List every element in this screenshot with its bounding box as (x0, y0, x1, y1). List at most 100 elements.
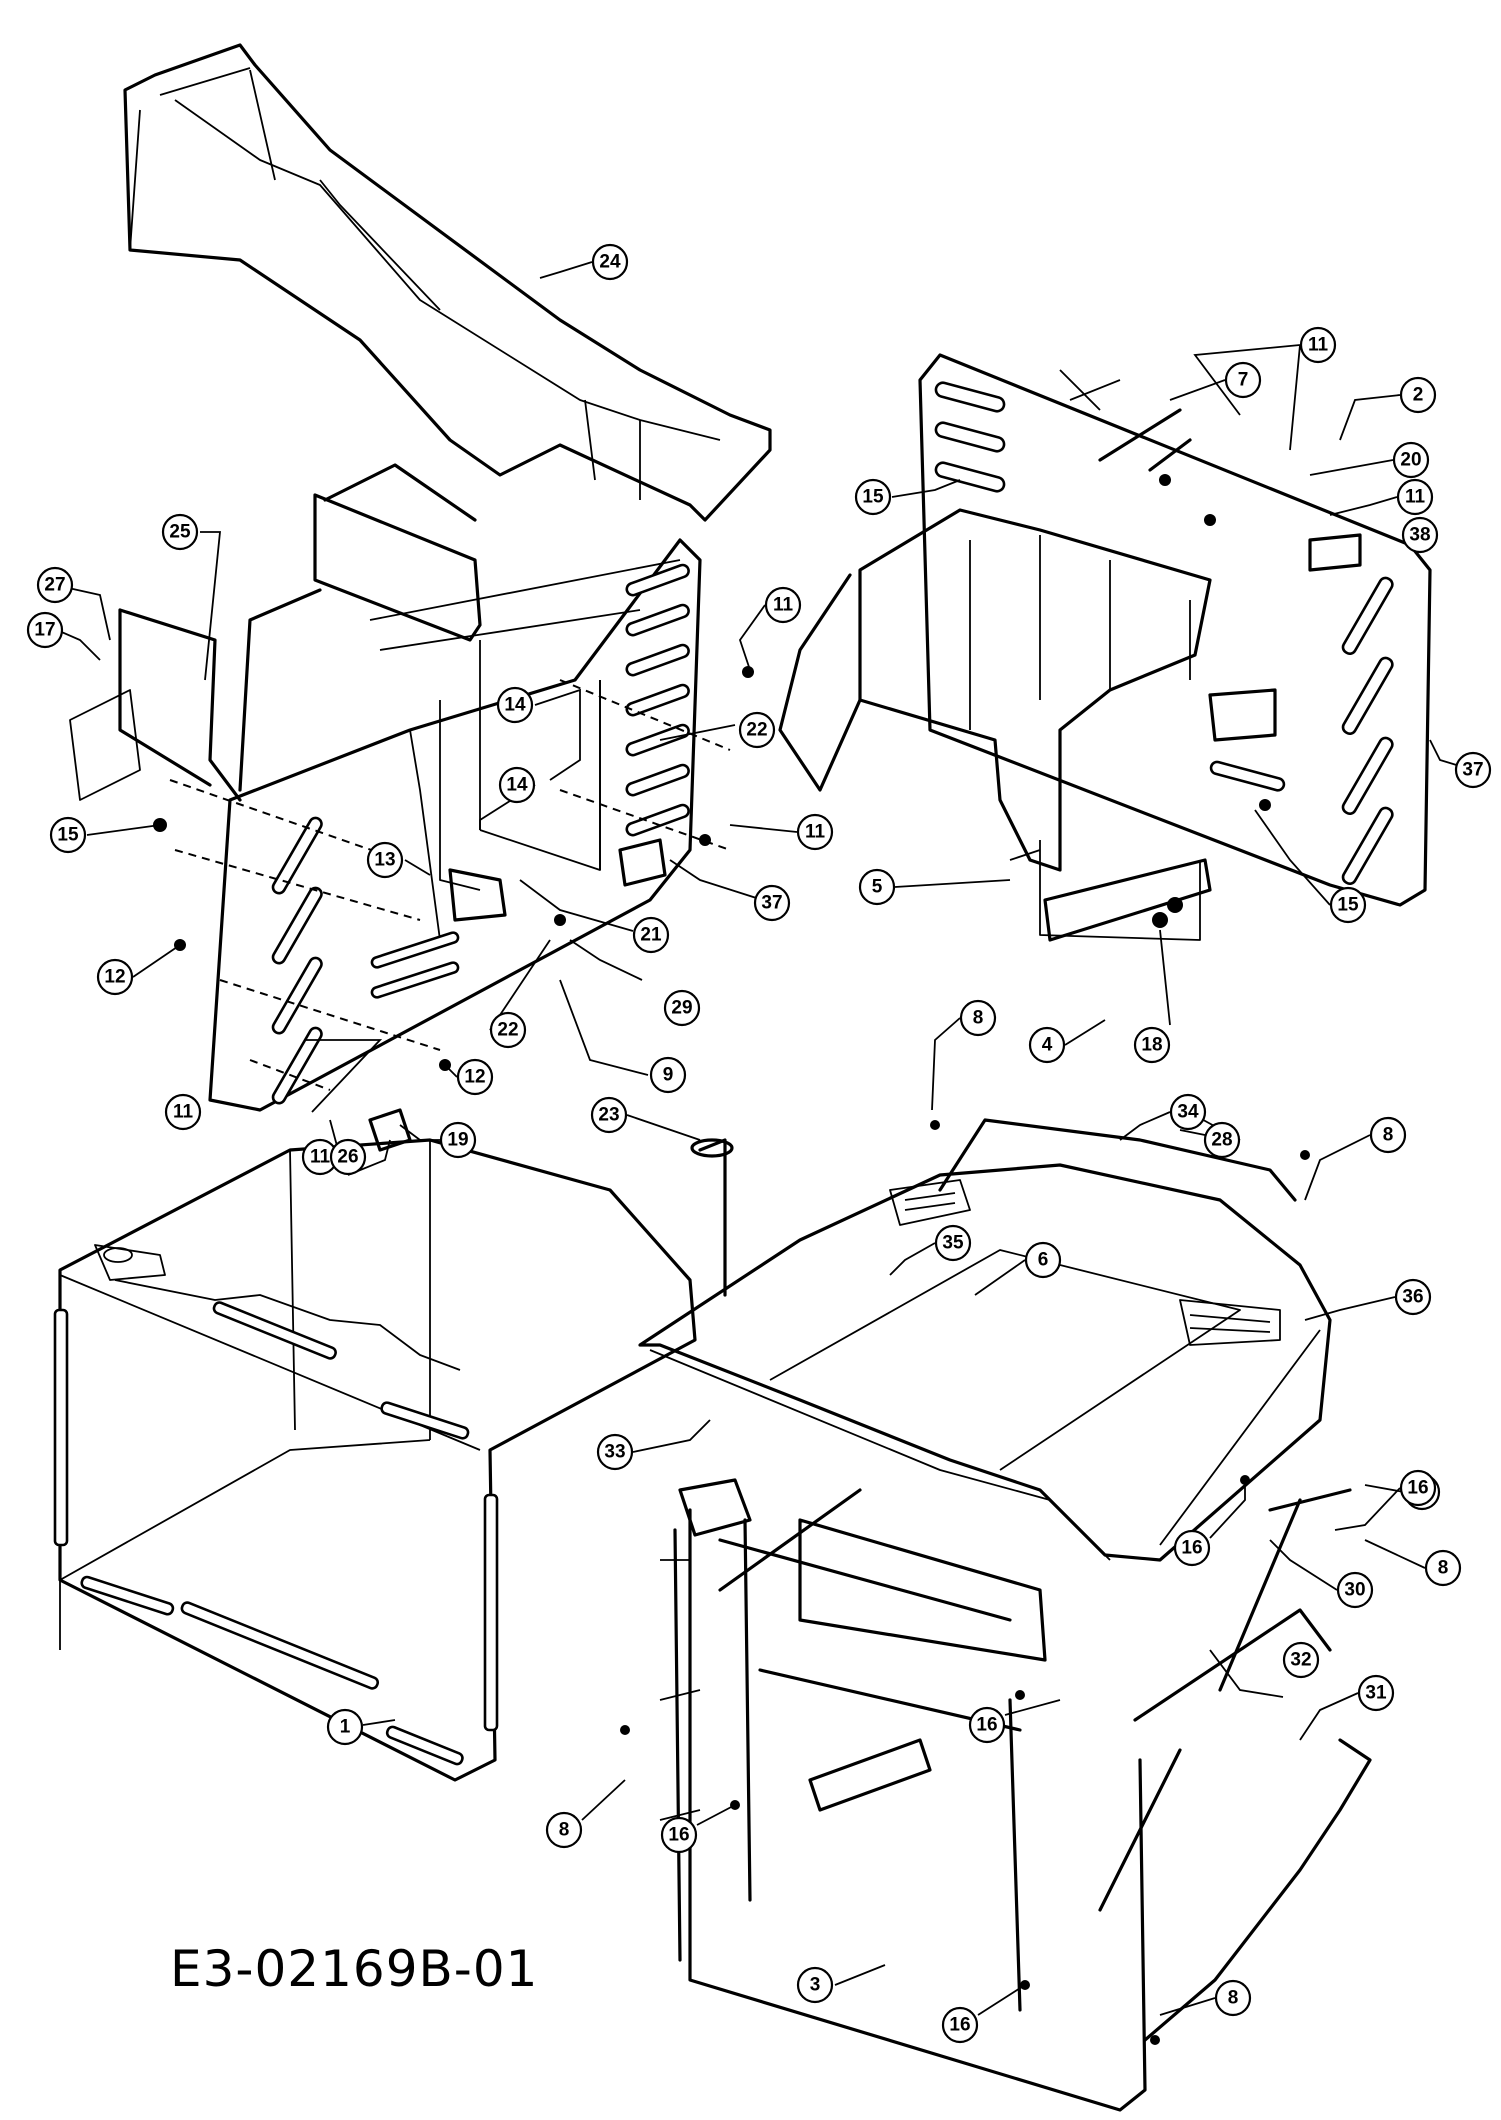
callout-15[interactable]: 15 (49, 816, 87, 854)
callout-label-9: 9 (663, 1065, 674, 1086)
discharge-chute (123, 43, 772, 522)
callout-8[interactable]: 8 (545, 1811, 583, 1849)
callout-label-25: 25 (169, 522, 191, 543)
callout-8[interactable]: 8 (1214, 1979, 1252, 2017)
callout-label-14: 14 (504, 695, 526, 716)
callout-label-15: 15 (862, 487, 884, 508)
callout-label-7: 7 (1238, 370, 1249, 391)
callout-11[interactable]: 11 (164, 1093, 202, 1131)
callout-label-3: 3 (810, 1975, 821, 1996)
grass-bag (53, 1138, 697, 1782)
left-panel-slots (271, 563, 690, 1105)
callout-36[interactable]: 36 (1394, 1278, 1432, 1316)
callout-label-28: 28 (1211, 1130, 1232, 1151)
callout-6[interactable]: 6 (1024, 1241, 1062, 1279)
callout-label-24: 24 (599, 252, 621, 273)
callout-16[interactable]: 16 (968, 1706, 1006, 1744)
callout-14[interactable]: 14 (496, 686, 534, 724)
callout-label-15: 15 (1337, 895, 1359, 916)
callout-8[interactable]: 8 (1424, 1549, 1462, 1587)
callout-label-5: 5 (872, 877, 883, 898)
callout-21[interactable]: 21 (632, 916, 670, 954)
callout-label-22: 22 (497, 1020, 518, 1041)
callout-15[interactable]: 15 (854, 478, 892, 516)
callout-11[interactable]: 11 (796, 813, 834, 851)
callout-34[interactable]: 34 (1169, 1093, 1207, 1131)
callout-31[interactable]: 31 (1357, 1674, 1395, 1712)
callout-label-17: 17 (34, 620, 55, 641)
callout-label-8: 8 (1228, 1988, 1239, 2009)
callout-label-12: 12 (464, 1067, 485, 1088)
callout-16[interactable]: 16 (660, 1816, 698, 1854)
callout-22[interactable]: 22 (489, 1011, 527, 1049)
callout-label-35: 35 (942, 1233, 964, 1254)
callout-12[interactable]: 12 (96, 958, 134, 996)
callout-11[interactable]: 11 (764, 586, 802, 624)
callout-label-20: 20 (1400, 450, 1421, 471)
callout-29[interactable]: 29 (663, 989, 701, 1027)
callout-27[interactable]: 27 (36, 566, 74, 604)
callout-label-29: 29 (671, 998, 692, 1019)
callout-11[interactable]: 11 (1396, 478, 1434, 516)
callout-1[interactable]: 1 (326, 1708, 364, 1746)
callout-26[interactable]: 26 (329, 1138, 367, 1176)
callout-28[interactable]: 28 (1203, 1121, 1241, 1159)
callout-label-34: 34 (1177, 1102, 1199, 1123)
callout-12[interactable]: 12 (456, 1058, 494, 1096)
callout-label-30: 30 (1344, 1580, 1365, 1601)
callout-18[interactable]: 18 (1133, 1026, 1171, 1064)
callout-label-11: 11 (1308, 335, 1329, 356)
callout-38[interactable]: 38 (1401, 516, 1439, 554)
callout-label-38: 38 (1409, 525, 1430, 546)
callout-16[interactable]: 16 (1399, 1469, 1437, 1507)
callout-label-36: 36 (1402, 1287, 1423, 1308)
callout-label-16: 16 (1181, 1538, 1202, 1559)
callout-label-11: 11 (773, 595, 794, 616)
callout-leaders (49, 261, 1474, 2016)
callout-8[interactable]: 8 (959, 999, 997, 1037)
callout-label-37: 37 (1462, 760, 1483, 781)
callout-label-26: 26 (337, 1147, 358, 1168)
right-frame-assembly (778, 353, 1432, 942)
callout-35[interactable]: 35 (934, 1224, 972, 1262)
callout-label-16: 16 (1407, 1478, 1428, 1499)
callout-label-33: 33 (604, 1442, 625, 1463)
callout-label-32: 32 (1290, 1650, 1311, 1671)
callout-14[interactable]: 14 (498, 766, 536, 804)
callout-label-13: 13 (374, 850, 395, 871)
callouts: 1 2 3 4 5 6 7 8 8 8 8 8 8 9 11 11 11 11 … (26, 243, 1492, 2044)
callout-5[interactable]: 5 (858, 868, 896, 906)
callout-17[interactable]: 17 (26, 611, 64, 649)
callout-13[interactable]: 13 (366, 841, 404, 879)
callout-25[interactable]: 25 (161, 513, 199, 551)
callout-37[interactable]: 37 (753, 884, 791, 922)
callout-32[interactable]: 32 (1282, 1641, 1320, 1679)
callout-16[interactable]: 16 (941, 2006, 979, 2044)
callout-label-12: 12 (104, 967, 125, 988)
callout-label-8: 8 (1438, 1558, 1449, 1579)
callout-16[interactable]: 16 (1173, 1529, 1211, 1567)
callout-20[interactable]: 20 (1392, 441, 1430, 479)
callout-33[interactable]: 33 (596, 1433, 634, 1471)
callout-37[interactable]: 37 (1454, 751, 1492, 789)
callout-2[interactable]: 2 (1399, 376, 1437, 414)
callout-15[interactable]: 15 (1329, 886, 1367, 924)
callout-label-16: 16 (976, 1715, 997, 1736)
callout-11[interactable]: 11 (1299, 326, 1337, 364)
callout-8[interactable]: 8 (1369, 1116, 1407, 1154)
right-panel-slots (934, 381, 1394, 885)
callout-24[interactable]: 24 (591, 243, 629, 281)
callout-3[interactable]: 3 (796, 1966, 834, 2004)
callout-19[interactable]: 19 (439, 1121, 477, 1159)
callout-label-8: 8 (1383, 1125, 1394, 1146)
callout-label-6: 6 (1038, 1250, 1049, 1271)
callout-23[interactable]: 23 (590, 1096, 628, 1134)
callout-9[interactable]: 9 (649, 1056, 687, 1094)
callout-label-27: 27 (44, 575, 65, 596)
callout-22[interactable]: 22 (738, 711, 776, 749)
callout-4[interactable]: 4 (1028, 1026, 1066, 1064)
callout-7[interactable]: 7 (1224, 361, 1262, 399)
callout-label-1: 1 (340, 1717, 351, 1738)
callout-30[interactable]: 30 (1336, 1571, 1374, 1609)
